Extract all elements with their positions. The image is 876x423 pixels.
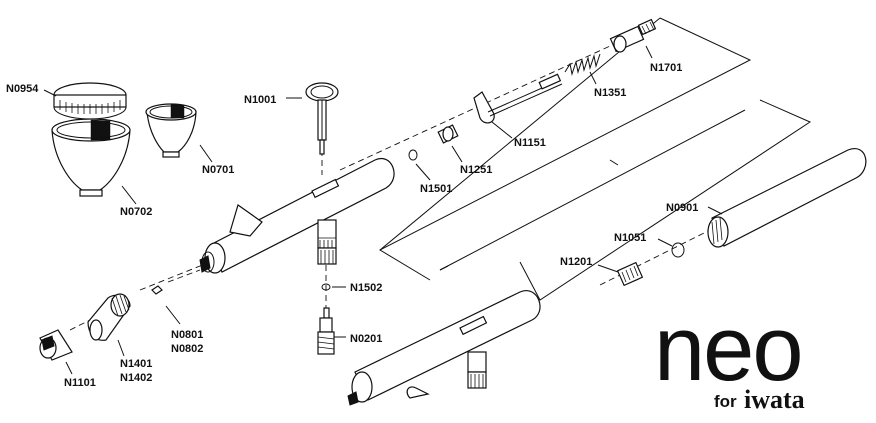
label-n0901: N0901 <box>666 202 698 214</box>
brand-logo: neo for iwata <box>654 298 805 414</box>
spring-n1351 <box>564 53 601 76</box>
brand-tagline-for: for <box>714 392 737 411</box>
label-n1201: N1201 <box>560 256 592 268</box>
label-n1101: N1101 <box>64 377 96 389</box>
leader-lines <box>43 45 723 375</box>
spring-guide-n1701 <box>609 18 657 53</box>
brand-tagline-maker: iwata <box>744 385 805 414</box>
small-fluid-cup-n0701 <box>145 103 197 158</box>
chucking-nut-n1201 <box>616 261 644 287</box>
label-n1501: N1501 <box>420 183 452 195</box>
assembly-guide-lines <box>69 17 812 331</box>
label-n0954: N0954 <box>6 83 39 95</box>
cup-lid-n0954 <box>53 82 127 120</box>
label-n1402: N1402 <box>120 372 152 384</box>
nozzle-n0801 <box>151 285 163 295</box>
needle-cap-n1101 <box>39 329 73 361</box>
label-n0802: N0802 <box>171 343 203 355</box>
valve-seal-n1502 <box>321 283 331 291</box>
label-n1401: N1401 <box>120 358 152 370</box>
o-ring-n1051 <box>671 242 685 258</box>
brand-wordmark: neo <box>654 298 802 400</box>
label-n1502: N1502 <box>350 282 382 294</box>
guide-n1251 <box>437 124 459 144</box>
trigger-n1001 <box>305 82 339 155</box>
label-n1001: N1001 <box>244 94 276 106</box>
label-n1701: N1701 <box>650 62 682 74</box>
part-labels: N0954 N0702 N0701 N1001 N1501 N1251 N115… <box>6 62 698 389</box>
lever-n1151 <box>473 73 563 124</box>
label-n0801: N0801 <box>171 329 203 341</box>
label-n0702: N0702 <box>120 206 152 218</box>
label-n1151: N1151 <box>514 137 546 149</box>
airbrush-body-assembled <box>347 289 541 406</box>
label-n0201: N0201 <box>350 333 382 345</box>
large-fluid-cup-n0702 <box>51 118 131 197</box>
nozzle-cap-n1401 <box>87 293 131 341</box>
airbrush-body-upper <box>199 157 395 274</box>
handle-n0901 <box>707 147 867 248</box>
label-n1251: N1251 <box>460 164 492 176</box>
air-valve-n0201 <box>317 307 335 355</box>
label-n1351: N1351 <box>594 87 626 99</box>
o-ring-n1501 <box>408 149 418 161</box>
label-n0701: N0701 <box>202 164 234 176</box>
label-n1051: N1051 <box>614 232 646 244</box>
